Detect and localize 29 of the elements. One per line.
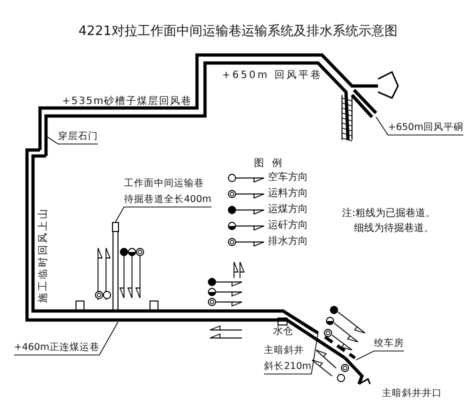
sump-label: 水仓 bbox=[273, 326, 293, 338]
leader-line bbox=[46, 136, 98, 144]
note-text: 注:粗线为已掘巷道。 bbox=[342, 208, 436, 220]
roadway-label: 施工临时回风上山 bbox=[38, 207, 50, 303]
roadway-label: +650m 回风平巷 bbox=[222, 70, 322, 82]
legend-text: 运煤方向 bbox=[268, 204, 308, 216]
legend-heading: 图例 bbox=[254, 158, 290, 170]
title: 4221对拉工作面中间运输巷运输系统及排水系统示意图 bbox=[77, 24, 399, 40]
roadway-label: +535m砂槽子煤层回风巷 bbox=[62, 96, 192, 108]
callout-text: 主暗斜井井口 bbox=[382, 388, 442, 400]
callout-text: 绞车房 bbox=[374, 338, 404, 350]
leader-line bbox=[115, 206, 212, 222]
callout-text: 工作面中间运输巷 bbox=[124, 178, 205, 190]
leader-line bbox=[14, 322, 118, 356]
legend-text: 排水方向 bbox=[268, 236, 308, 248]
legend-text: 运矸方向 bbox=[268, 220, 308, 232]
leader-line bbox=[356, 350, 404, 360]
callout-text: 主暗斜井 bbox=[264, 345, 305, 357]
portal-box bbox=[112, 222, 119, 232]
callout-text: 斜长210m bbox=[264, 361, 312, 373]
callout-text: 待掘巷道全长400m bbox=[124, 194, 212, 206]
callout-text: +650m回风平硐 bbox=[388, 122, 464, 134]
legend-text: 空车方向 bbox=[268, 172, 308, 184]
note-text: 细线为待掘巷道。 bbox=[354, 223, 434, 235]
leader-line bbox=[376, 116, 464, 136]
leader-line bbox=[264, 332, 318, 374]
callout-text: +460m正连煤运巷 bbox=[14, 342, 100, 354]
callout-text: 穿层石门 bbox=[58, 131, 98, 143]
legend-text: 运料方向 bbox=[268, 188, 308, 200]
